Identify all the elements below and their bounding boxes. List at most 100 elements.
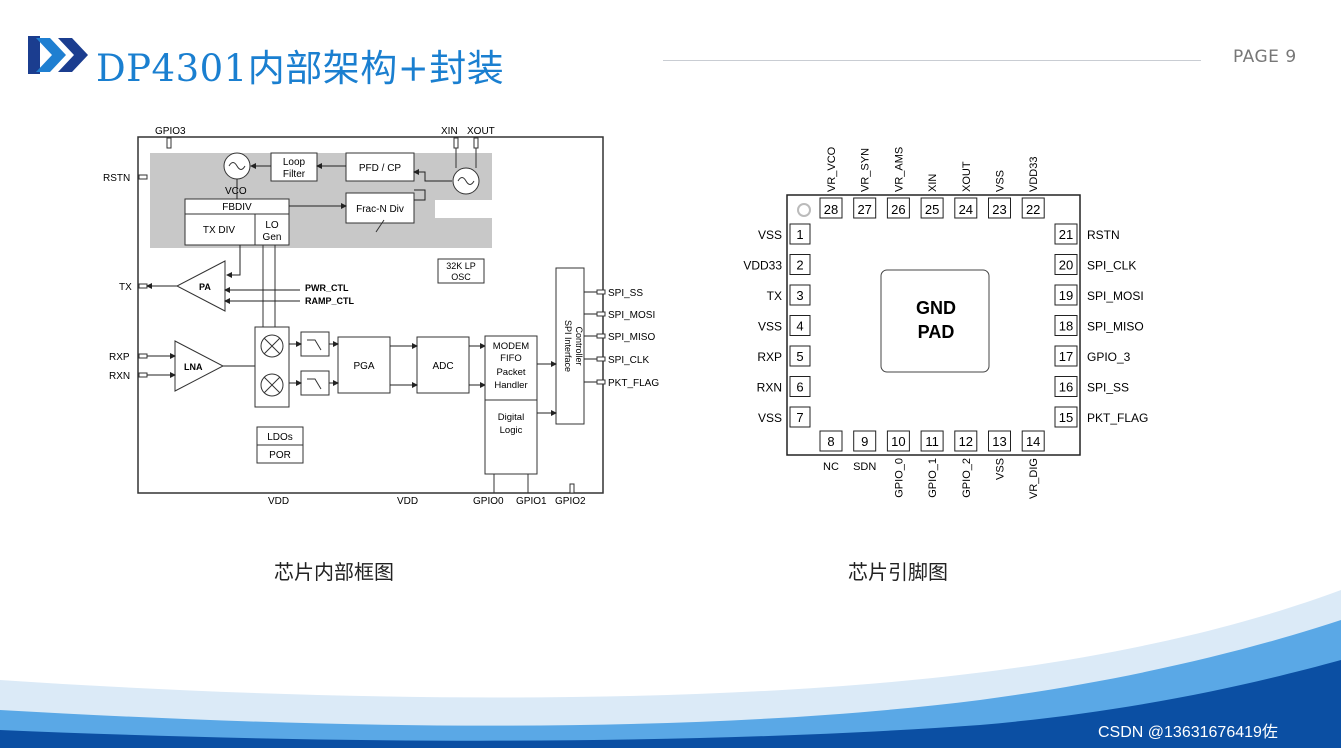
pfd-cp-block: [345, 152, 415, 182]
pin-name: XOUT: [961, 161, 973, 192]
pin-label-rxn: RXN: [109, 371, 130, 382]
pa-amplifier: [175, 260, 226, 312]
pin-3: 3 TX: [767, 284, 811, 306]
adc-block: [416, 336, 470, 394]
pga-block: [337, 336, 391, 394]
watermark: CSDN @13631676419佐: [1098, 724, 1278, 741]
pin-number: 9: [861, 434, 868, 449]
pin-label-rstn: RSTN: [103, 173, 130, 184]
pin-name: TX: [767, 289, 782, 303]
pin-number: 1: [796, 227, 803, 242]
gnd-pad: [880, 269, 990, 373]
pwr-ctl-label: PWR_CTL: [305, 283, 349, 293]
digital-logic-label-2: Logic: [500, 425, 523, 436]
pin-7: 7 VSS: [758, 406, 811, 428]
pin-label-xin: XIN: [441, 126, 458, 137]
lp-osc-label-2: OSC: [451, 272, 471, 282]
vco-label: VCO: [225, 186, 247, 197]
digital-logic-block: [484, 399, 538, 475]
fracn-div-block: [345, 192, 415, 224]
gnd-pad-label-1: GND: [916, 298, 956, 318]
pin-number: 13: [992, 434, 1006, 449]
adc-label: ADC: [432, 361, 453, 372]
pin-rxn: [138, 372, 148, 378]
xtal-sine-icon: [457, 177, 475, 185]
pin-number: 21: [1059, 227, 1073, 242]
pin-label-gpio2: GPIO2: [555, 496, 586, 507]
pin-number: 20: [1059, 258, 1073, 273]
pin-number: 15: [1059, 410, 1073, 425]
pin-name: VR_VCO: [826, 146, 838, 192]
block-diagram-caption: 芯片内部框图: [274, 560, 394, 584]
pin-xin: [453, 137, 459, 149]
ramp-ctl-label: RAMP_CTL: [305, 296, 355, 306]
pin-rxp: [138, 353, 148, 359]
pin-name: VDD33: [1028, 157, 1040, 192]
pin-label-spi-miso: SPI_MISO: [608, 332, 655, 343]
pin-label-vdd-1: VDD: [268, 496, 289, 507]
pin-gpio3: [166, 137, 172, 149]
pin-number: 26: [891, 202, 905, 217]
pin-number: 7: [796, 410, 803, 425]
spi-controller-block: [555, 267, 585, 425]
slide-title: DP4301内部架构+封装: [96, 47, 505, 90]
pin-label-pkt-flag: PKT_FLAG: [608, 378, 659, 389]
fbdiv-label: FBDIV: [222, 202, 252, 213]
pin-number: 18: [1059, 319, 1073, 334]
pin-name: VR_AMS: [893, 147, 905, 192]
pin-label-spi-ss: SPI_SS: [608, 288, 643, 299]
pin-name: SPI_SS: [1087, 381, 1129, 395]
pin-number: 25: [925, 202, 939, 217]
pin-name: VSS: [758, 411, 782, 425]
pin-number: 28: [824, 202, 838, 217]
ldo-label: LDOs: [267, 432, 293, 443]
lp-osc-label-1: 32K LP: [446, 261, 476, 271]
lna-amplifier: [174, 340, 225, 392]
txdiv-label: TX DIV: [203, 225, 236, 236]
pin-name: SPI_MOSI: [1087, 289, 1144, 303]
pin-number: 16: [1059, 380, 1073, 395]
logo-bar: [28, 36, 40, 74]
pfd-cp-label: PFD / CP: [359, 163, 402, 174]
pin-name: VSS: [758, 228, 782, 242]
pin-number: 3: [796, 288, 803, 303]
pin-number: 14: [1026, 434, 1040, 449]
pin-name: GPIO_3: [1087, 350, 1131, 364]
digital-logic-label-1: Digital: [498, 412, 524, 423]
pin-name: VR_DIG: [1028, 458, 1040, 499]
pin-number: 6: [796, 380, 803, 395]
pin-number: 8: [827, 434, 834, 449]
logen-label-2: Gen: [263, 232, 282, 243]
pin-label-gpio1: GPIO1: [516, 496, 547, 507]
modem-label-3: Packet: [496, 367, 525, 378]
loop-filter-block: [270, 152, 318, 182]
loop-filter-label-2: Filter: [283, 169, 306, 180]
modem-label-2: FIFO: [500, 353, 522, 364]
pin-label-vdd-2: VDD: [397, 496, 418, 507]
pin-number: 12: [959, 434, 973, 449]
pin-26: 26 VR_AMS: [886, 147, 910, 219]
spi-controller-label-2: Controller: [574, 326, 584, 365]
pin-number: 27: [857, 202, 871, 217]
pin-name: GPIO_1: [927, 458, 939, 498]
block-diagram: GPIO3 XIN XOUT RSTN TX RXP RXN VCO Loop …: [103, 126, 659, 507]
pin-name: XIN: [927, 174, 939, 192]
pin-name: GPIO_0: [893, 458, 905, 498]
pin-name: RXN: [757, 381, 782, 395]
pin-rstn: [138, 174, 148, 180]
pin-number: 2: [796, 258, 803, 273]
